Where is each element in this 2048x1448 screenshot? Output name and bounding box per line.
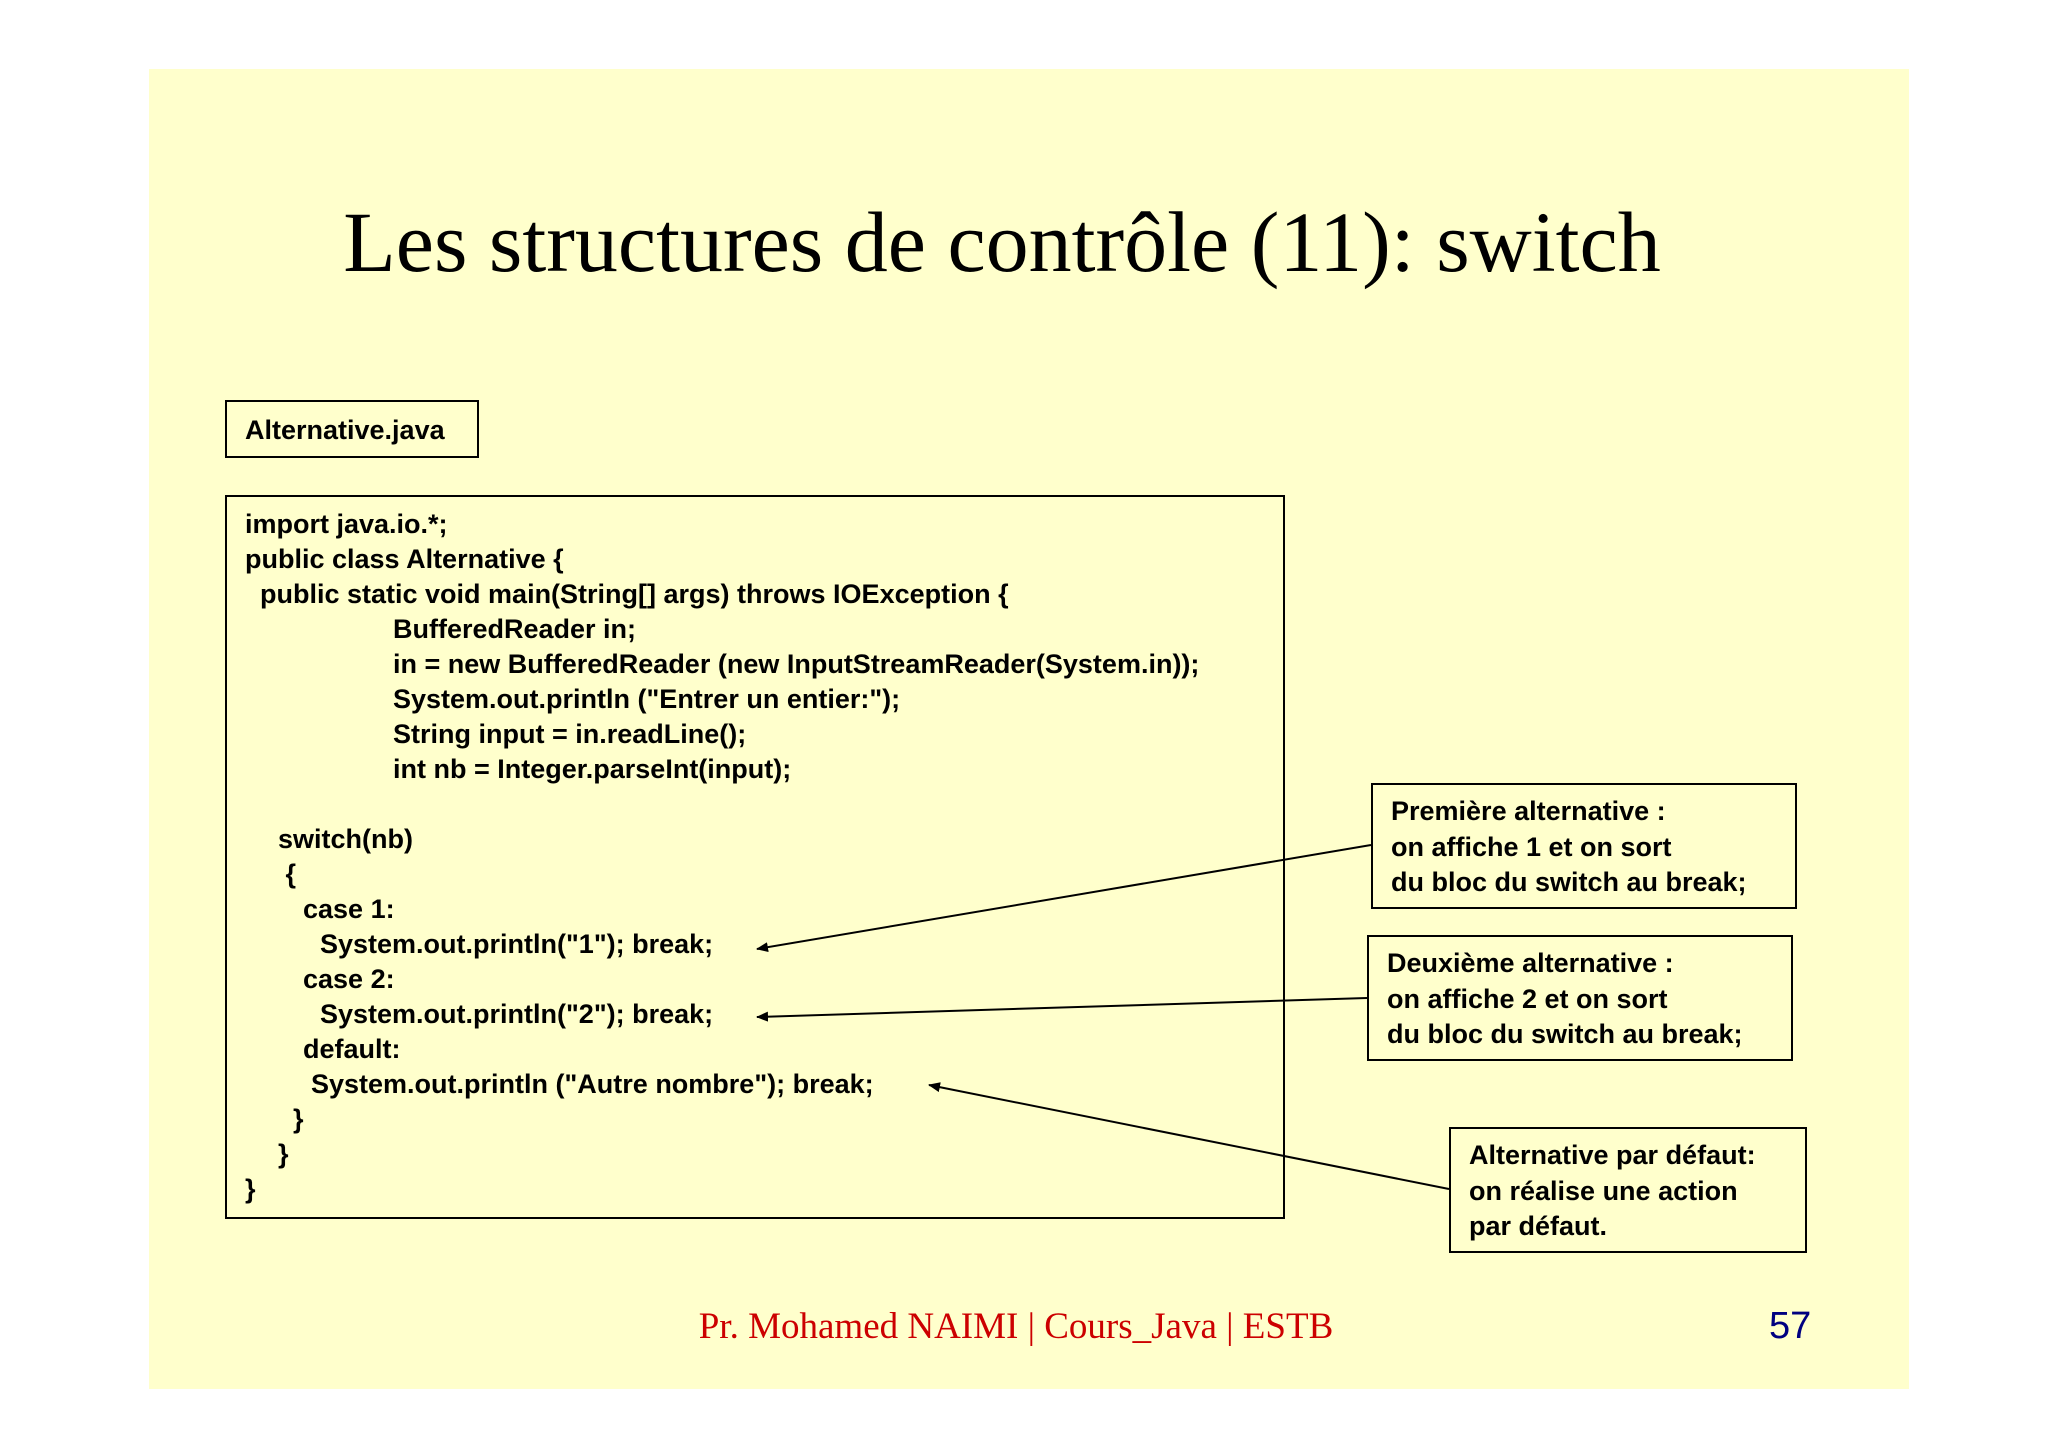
code-line: in = new BufferedReader (new InputStream… [393,649,1200,679]
code-line: String input = in.readLine(); [393,719,747,749]
slide-title: Les structures de contrôle (11): switch [343,194,1661,290]
arrow-default [928,1082,1450,1190]
footer-credit: Pr. Mohamed NAIMI | Cours_Java | ESTB [698,1306,1334,1347]
code-line: } [278,1139,289,1169]
callout-line: on réalise une action [1469,1175,1738,1206]
callout-default: Alternative par défaut: on réalise une a… [1449,1127,1807,1253]
page-number: 57 [1769,1305,1812,1347]
callout-case-1: Première alternative : on affiche 1 et o… [1371,783,1797,909]
code-line: public class Alternative { [245,544,564,574]
code-line: case 2: [303,964,395,994]
code-line: import java.io.*; [245,509,448,539]
callout-line: on affiche 1 et on sort [1391,831,1672,862]
callout-arrows [756,844,1450,1190]
slide: Les structures de contrôle (11): switch … [149,69,1909,1389]
callout-line: Deuxième alternative : [1387,948,1674,978]
code-line: BufferedReader in; [393,614,637,644]
code-line: case 1: [303,894,395,924]
callout-line: on affiche 2 et on sort [1387,983,1668,1014]
arrow-case-2 [756,997,1368,1022]
callout-case-2: Deuxième alternative : on affiche 2 et o… [1367,935,1793,1061]
callout-line: par défaut. [1469,1211,1608,1241]
code-line: public static void main(String[] args) t… [245,579,1009,609]
code-line: switch(nb) [278,824,413,854]
code-line: System.out.println ("Autre nombre"); bre… [311,1069,874,1099]
code-line: System.out.println ("Entrer un entier:")… [393,684,901,714]
code-line: default: [303,1034,401,1064]
callout-line: Première alternative : [1391,796,1666,826]
code-line: int nb = Integer.parseInt(input); [393,754,792,784]
code-line: System.out.println("2"); break; [320,999,714,1029]
code-line: } [293,1104,304,1134]
code-line: { [278,859,297,889]
arrow-case-1 [756,844,1372,953]
callout-line: du bloc du switch au break; [1387,1019,1743,1049]
callout-line: Alternative par défaut: [1469,1140,1756,1170]
callout-line: du bloc du switch au break; [1391,867,1747,897]
code-block: import java.io.*; public class Alternati… [225,495,1285,1219]
code-line: System.out.println("1"); break; [320,929,714,959]
code-line: } [245,1174,256,1204]
filename-label: Alternative.java [225,400,479,458]
